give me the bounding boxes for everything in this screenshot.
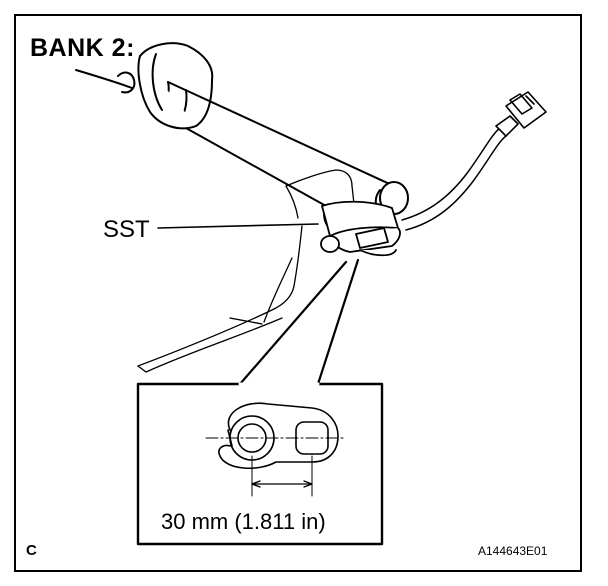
bank-heading: BANK 2: bbox=[30, 34, 135, 62]
engine-outline bbox=[137, 169, 355, 373]
wrench-detail bbox=[205, 402, 347, 497]
wrench-head bbox=[320, 200, 401, 257]
measurement-label: 30 mm (1.811 in) bbox=[161, 509, 326, 534]
figure-id: A144643E01 bbox=[478, 544, 548, 558]
sst-leader-line bbox=[157, 223, 319, 229]
corner-code: C bbox=[26, 542, 37, 559]
sst-label: SST bbox=[103, 216, 150, 243]
wire-connector bbox=[495, 91, 547, 137]
sensor-wire bbox=[401, 127, 507, 231]
zoom-callout-lines bbox=[238, 258, 360, 386]
